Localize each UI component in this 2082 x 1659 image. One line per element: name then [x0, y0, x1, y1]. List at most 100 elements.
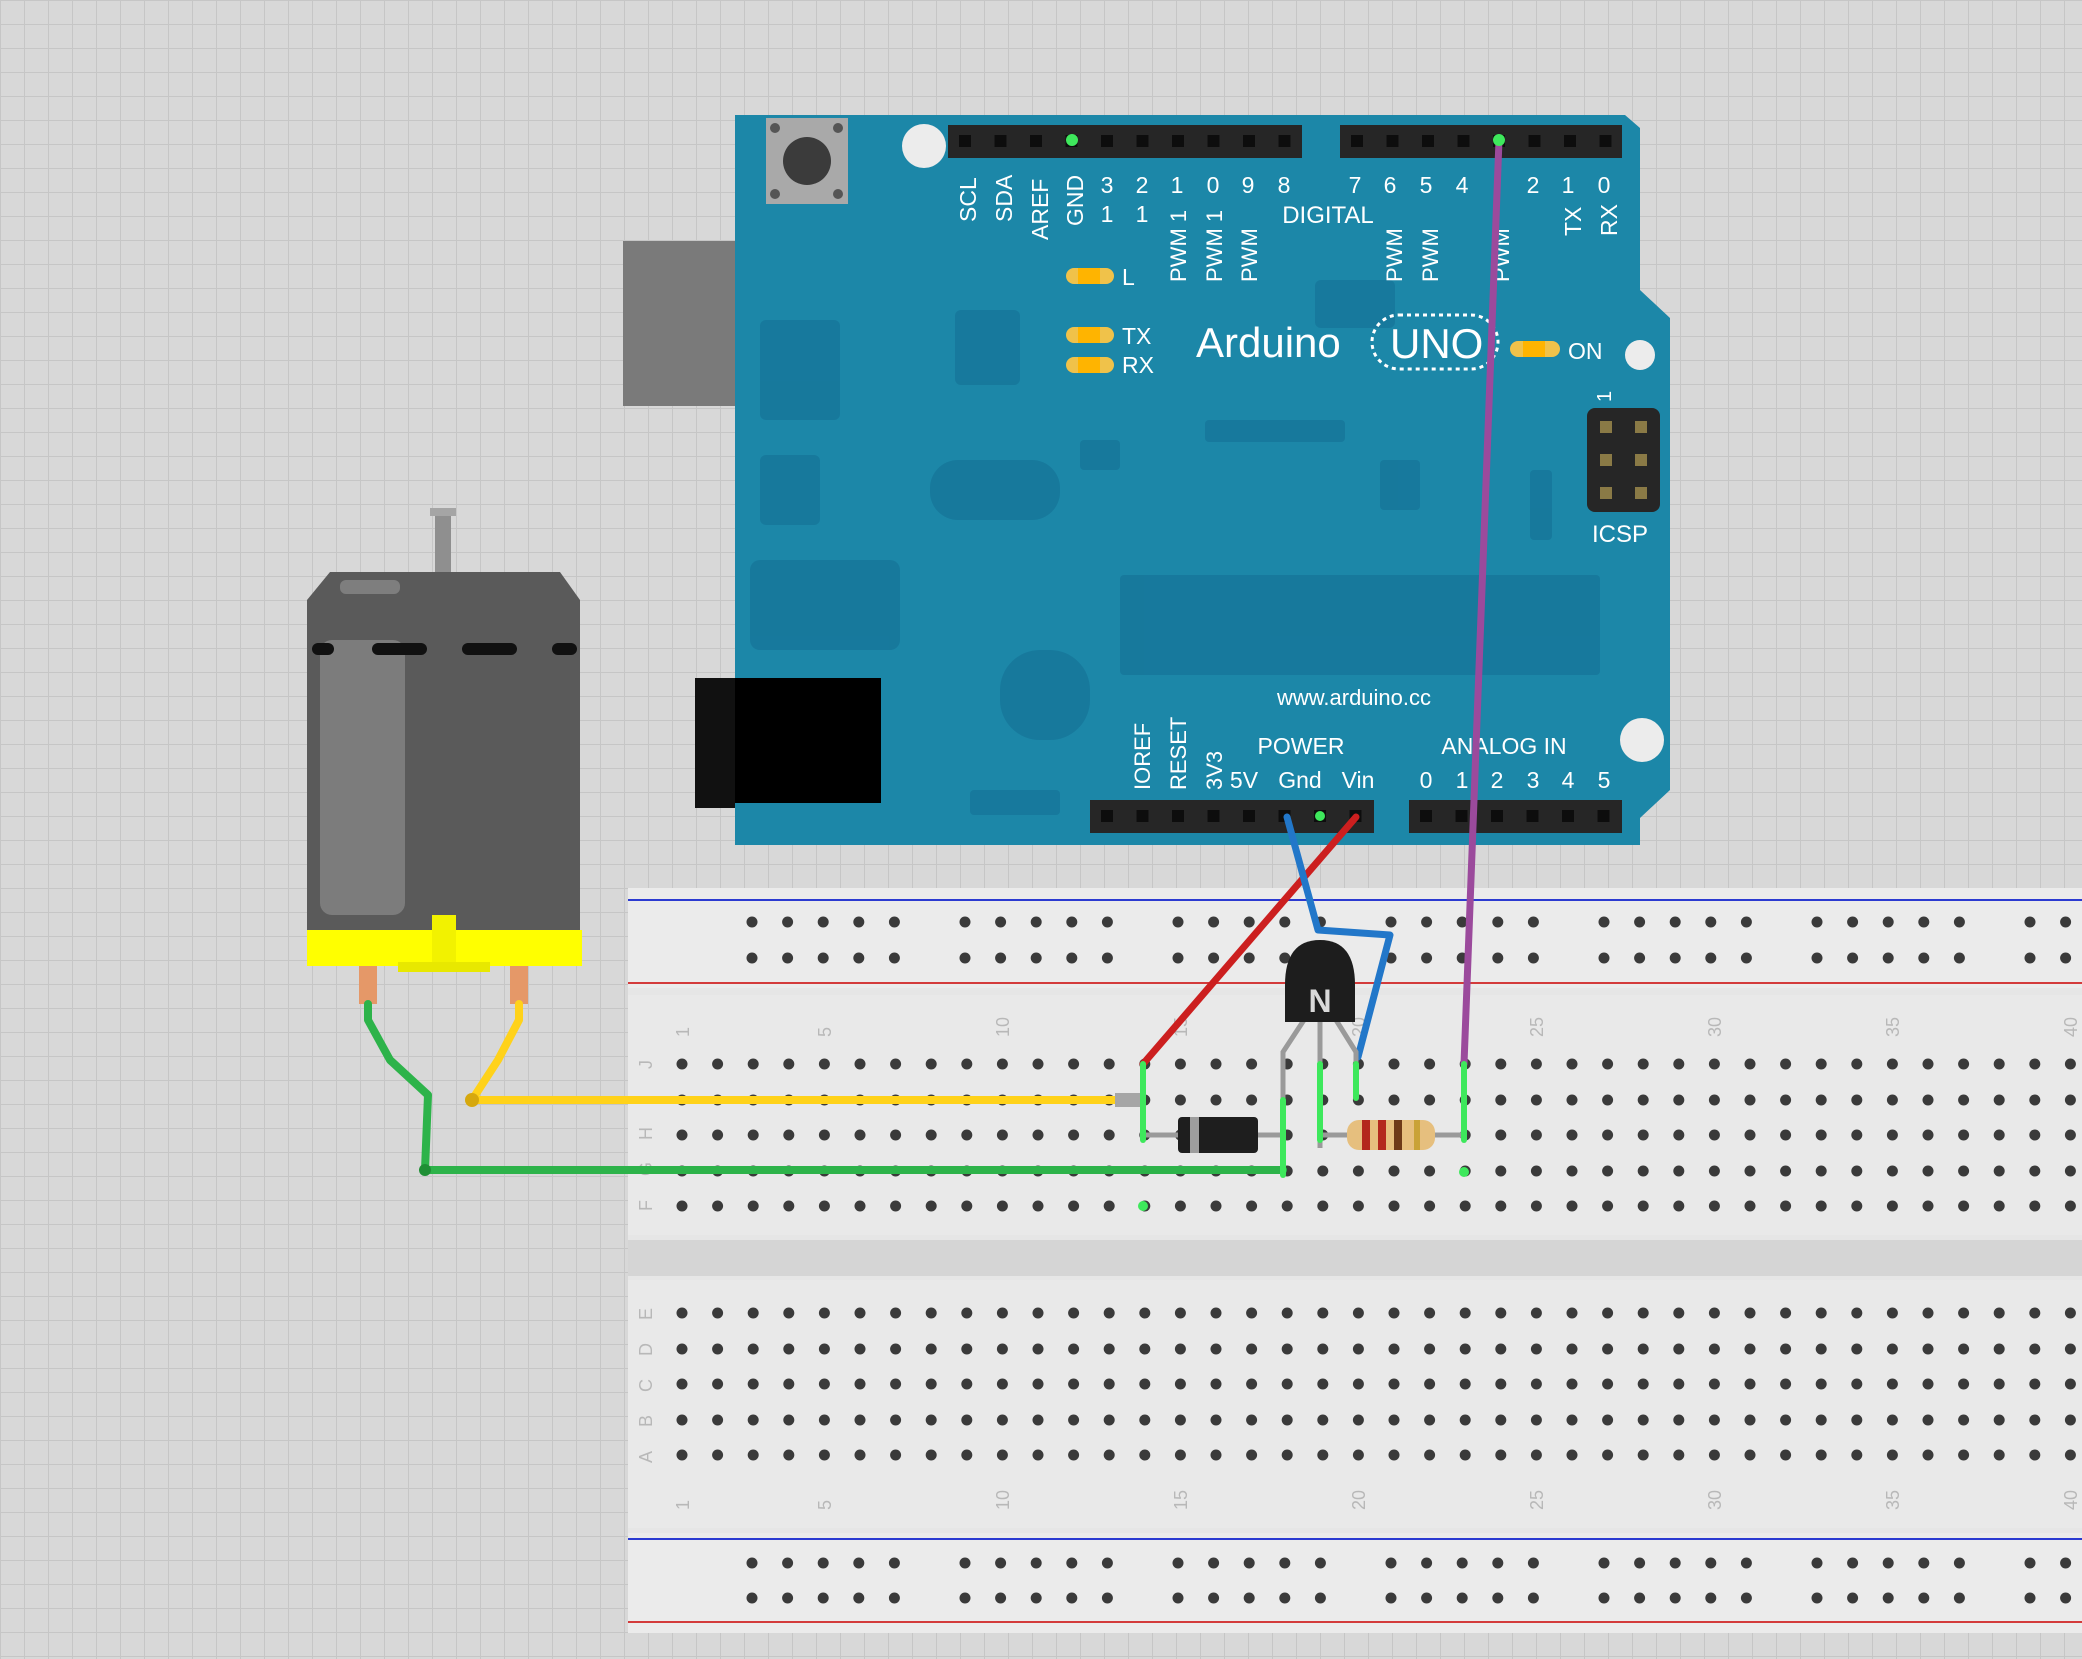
breadboard-hole[interactable] [1495, 1449, 1507, 1461]
breadboard-hole[interactable] [1459, 1307, 1471, 1319]
breadboard-hole[interactable] [1744, 1307, 1756, 1319]
breadboard-hole[interactable] [818, 1307, 830, 1319]
breadboard-hole[interactable] [1886, 1414, 1898, 1426]
rail-hole[interactable] [1740, 952, 1752, 964]
breadboard-hole[interactable] [1886, 1200, 1898, 1212]
breadboard-hole[interactable] [747, 1058, 759, 1070]
breadboard-hole[interactable] [1530, 1094, 1542, 1106]
breadboard-hole[interactable] [1708, 1165, 1720, 1177]
breadboard-hole[interactable] [1673, 1414, 1685, 1426]
rail-hole[interactable] [1847, 1557, 1859, 1569]
rail-hole[interactable] [888, 952, 900, 964]
rail-hole[interactable] [746, 952, 758, 964]
rail-hole[interactable] [1492, 916, 1504, 928]
header-pin[interactable] [1136, 135, 1149, 147]
breadboard-hole[interactable] [1174, 1378, 1186, 1390]
breadboard-hole[interactable] [1103, 1414, 1115, 1426]
breadboard-hole[interactable] [1673, 1378, 1685, 1390]
rail-hole[interactable] [1101, 952, 1113, 964]
breadboard-hole[interactable] [1993, 1343, 2005, 1355]
rail-hole[interactable] [995, 952, 1007, 964]
rail-hole[interactable] [1030, 1592, 1042, 1604]
breadboard-hole[interactable] [1851, 1449, 1863, 1461]
breadboard-hole[interactable] [1708, 1378, 1720, 1390]
breadboard-hole[interactable] [1281, 1200, 1293, 1212]
header-pin[interactable] [1207, 135, 1220, 147]
rail-hole[interactable] [2060, 1557, 2072, 1569]
breadboard-hole[interactable] [676, 1307, 688, 1319]
rail-hole[interactable] [1421, 952, 1433, 964]
breadboard-hole[interactable] [1815, 1058, 1827, 1070]
breadboard-hole[interactable] [1495, 1058, 1507, 1070]
breadboard-hole[interactable] [925, 1129, 937, 1141]
breadboard-hole[interactable] [1958, 1343, 1970, 1355]
breadboard-hole[interactable] [2029, 1378, 2041, 1390]
rail-hole[interactable] [1705, 952, 1717, 964]
breadboard-hole[interactable] [1708, 1449, 1720, 1461]
breadboard-hole[interactable] [925, 1449, 937, 1461]
breadboard-hole[interactable] [1317, 1343, 1329, 1355]
breadboard-hole[interactable] [712, 1307, 724, 1319]
header-pin[interactable] [1528, 135, 1541, 147]
breadboard-hole[interactable] [1673, 1094, 1685, 1106]
rail-hole[interactable] [1811, 916, 1823, 928]
breadboard-hole[interactable] [1815, 1165, 1827, 1177]
breadboard-hole[interactable] [996, 1129, 1008, 1141]
breadboard-hole[interactable] [1530, 1307, 1542, 1319]
breadboard-hole[interactable] [1851, 1165, 1863, 1177]
breadboard-hole[interactable] [1673, 1165, 1685, 1177]
reset-button-cap[interactable] [783, 137, 831, 185]
rail-hole[interactable] [1172, 952, 1184, 964]
rail-hole[interactable] [995, 1592, 1007, 1604]
breadboard-hole[interactable] [1210, 1200, 1222, 1212]
rail-hole[interactable] [1172, 916, 1184, 928]
breadboard-hole[interactable] [1673, 1449, 1685, 1461]
rail-hole[interactable] [1598, 916, 1610, 928]
breadboard-hole[interactable] [1922, 1378, 1934, 1390]
breadboard-hole[interactable] [783, 1058, 795, 1070]
rail-hole[interactable] [1882, 1592, 1894, 1604]
breadboard-hole[interactable] [1744, 1094, 1756, 1106]
breadboard-hole[interactable] [1566, 1129, 1578, 1141]
breadboard-hole[interactable] [1566, 1307, 1578, 1319]
breadboard-hole[interactable] [1566, 1058, 1578, 1070]
rail-hole[interactable] [1172, 1592, 1184, 1604]
rail-hole[interactable] [1421, 1557, 1433, 1569]
breadboard-hole[interactable] [1424, 1165, 1436, 1177]
icsp-header[interactable] [1587, 408, 1660, 512]
rail-hole[interactable] [1492, 1592, 1504, 1604]
breadboard-hole[interactable] [925, 1378, 937, 1390]
breadboard-hole[interactable] [2029, 1094, 2041, 1106]
breadboard-hole[interactable] [1139, 1414, 1151, 1426]
breadboard-hole[interactable] [1958, 1058, 1970, 1070]
breadboard-hole[interactable] [1637, 1307, 1649, 1319]
rail-hole[interactable] [1953, 916, 1965, 928]
breadboard-hole[interactable] [925, 1200, 937, 1212]
breadboard-hole[interactable] [2064, 1094, 2076, 1106]
breadboard-hole[interactable] [2064, 1378, 2076, 1390]
breadboard-hole[interactable] [1103, 1343, 1115, 1355]
breadboard-hole[interactable] [1602, 1200, 1614, 1212]
breadboard-hole[interactable] [1530, 1165, 1542, 1177]
breadboard-hole[interactable] [925, 1307, 937, 1319]
rail-hole[interactable] [1492, 1557, 1504, 1569]
rail-hole[interactable] [1953, 1592, 1965, 1604]
breadboard-hole[interactable] [1495, 1094, 1507, 1106]
rail-hole[interactable] [1811, 1592, 1823, 1604]
header-pin[interactable] [1172, 810, 1184, 822]
breadboard-hole[interactable] [1744, 1058, 1756, 1070]
breadboard-hole[interactable] [1281, 1378, 1293, 1390]
rail-hole[interactable] [1243, 1592, 1255, 1604]
breadboard-hole[interactable] [1922, 1129, 1934, 1141]
breadboard-hole[interactable] [783, 1449, 795, 1461]
breadboard-hole[interactable] [1851, 1129, 1863, 1141]
rail-hole[interactable] [817, 1557, 829, 1569]
breadboard-hole[interactable] [1602, 1094, 1614, 1106]
breadboard-hole[interactable] [1922, 1449, 1934, 1461]
breadboard-hole[interactable] [961, 1200, 973, 1212]
breadboard-hole[interactable] [1459, 1378, 1471, 1390]
breadboard-hole[interactable] [890, 1414, 902, 1426]
breadboard-hole[interactable] [2064, 1307, 2076, 1319]
rail-hole[interactable] [1918, 916, 1930, 928]
breadboard-hole[interactable] [1993, 1449, 2005, 1461]
